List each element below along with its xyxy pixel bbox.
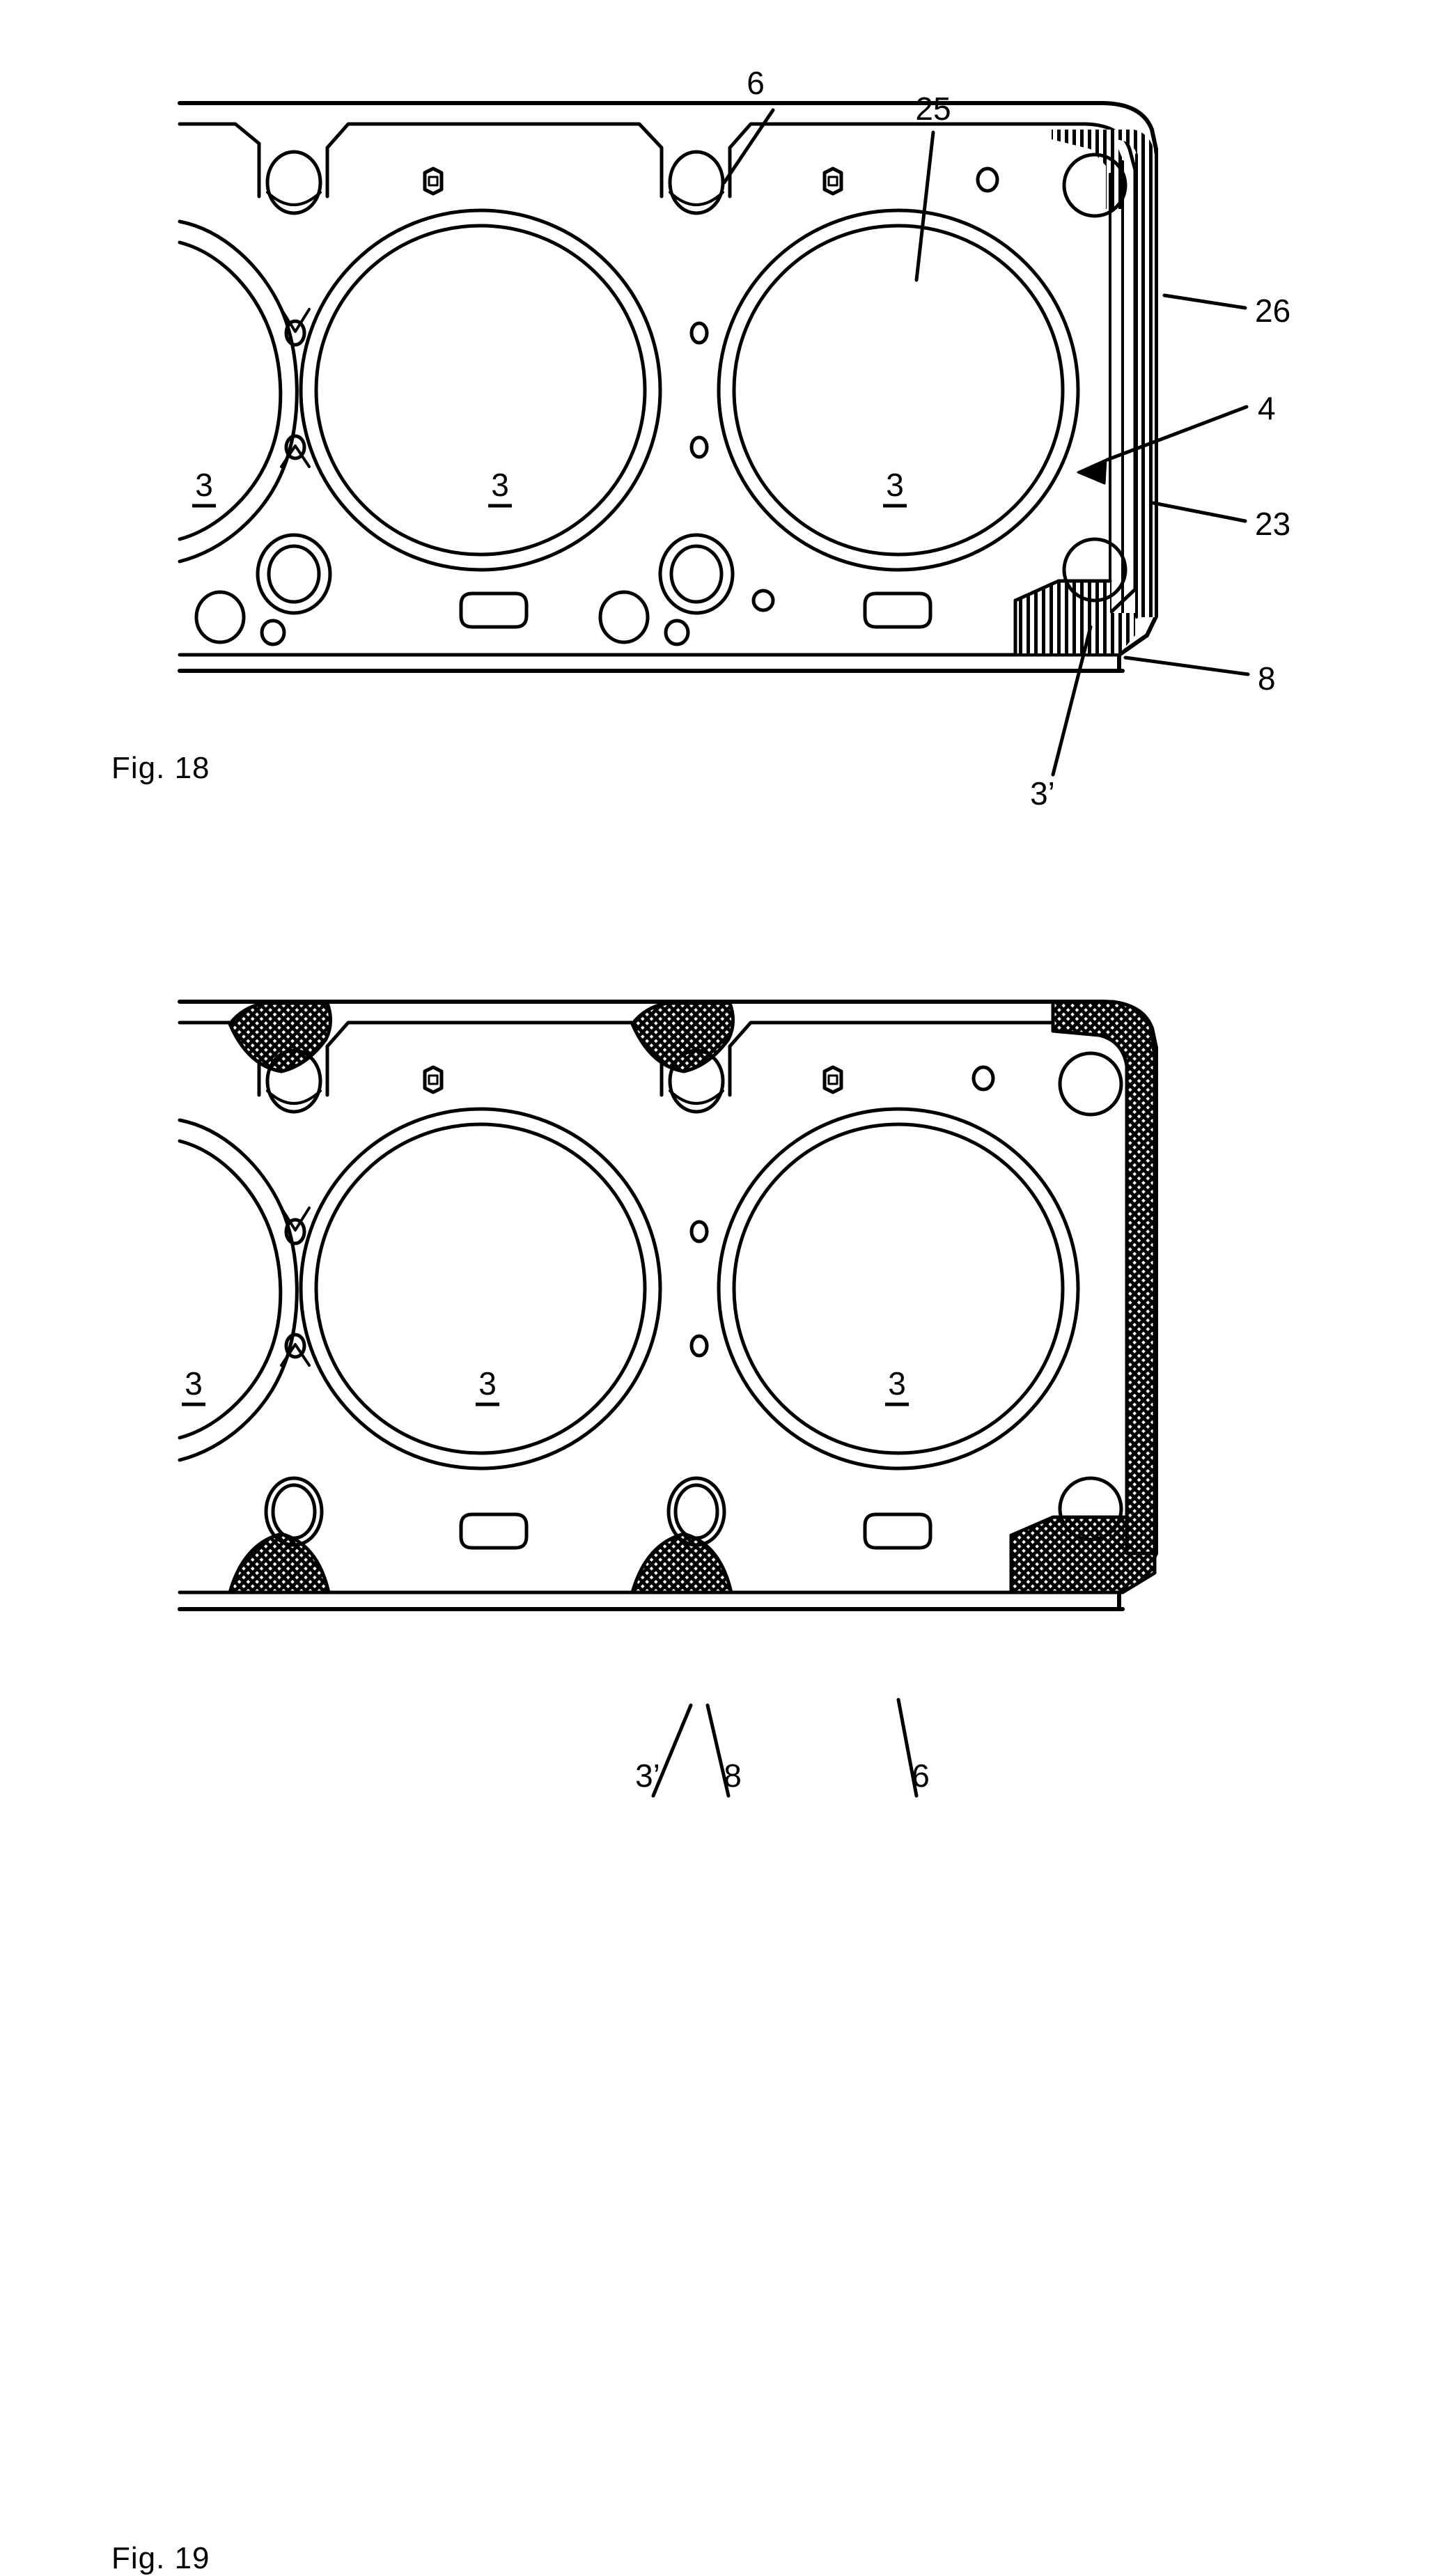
combustion-chamber-openings [178, 208, 1080, 572]
web-port [284, 434, 306, 460]
bolt-hole [1058, 1476, 1123, 1542]
bolt-hole [265, 150, 322, 215]
bolt-holes-bottom [264, 1476, 1123, 1547]
svg-text:3: 3 [185, 1365, 203, 1402]
web-port [689, 321, 709, 345]
hex-port [423, 1065, 444, 1094]
hex-port [976, 166, 999, 193]
svg-text:3: 3 [195, 467, 213, 503]
bolt-holes-top [265, 1048, 1123, 1117]
figure-18-caption: Fig. 18 [111, 751, 210, 785]
callout-label-25: 25 [915, 91, 951, 127]
drain-port [598, 590, 650, 644]
bolt-hole [1058, 1051, 1123, 1117]
web-port [689, 1334, 709, 1358]
bolt-hole [1062, 537, 1127, 603]
bore-label-3-middle: 3 [488, 467, 512, 508]
gasket-outline [178, 101, 1158, 673]
bolt-hole [666, 1476, 726, 1547]
figure-19: 3’ 8 6 26 23 4 25 8 3 3 3 [0, 857, 1436, 2575]
callout-label-4: 4 [1258, 390, 1276, 426]
callout-label-8-top: 8 [724, 1758, 742, 1794]
bore-label-3-right: 3 [885, 1365, 909, 1406]
callout-leaders [651, 1698, 919, 1798]
bolt-hole [256, 533, 332, 615]
svg-text:3: 3 [478, 1365, 497, 1402]
callout-label-26: 26 [1255, 293, 1290, 329]
callout-label-6: 6 [747, 65, 765, 101]
callout-label-3-prime: 3’ [1030, 775, 1055, 812]
hex-port [423, 166, 444, 196]
bore-label-3-right: 3 [883, 467, 907, 508]
bolt-hole [668, 1048, 725, 1114]
svg-text:3: 3 [491, 467, 509, 503]
bolt-holes-bottom [256, 533, 1127, 615]
drain-port [260, 619, 286, 646]
edge-crosshatch-band-right [1051, 1000, 1157, 1555]
gasket-plate-contour [178, 122, 1137, 644]
hex-port [971, 1065, 995, 1092]
svg-text:3: 3 [888, 1365, 906, 1402]
bolt-hole [264, 1476, 324, 1547]
bead-seal-lobes-top [228, 1001, 735, 1073]
bore-web-notches [280, 1206, 311, 1367]
callout-label-23: 23 [1255, 506, 1290, 542]
small-ports [284, 1065, 995, 1550]
web-port [689, 1220, 709, 1243]
figure-19-caption: Fig. 19 [111, 2541, 210, 2575]
oblong-slot [863, 591, 932, 629]
edge-hatch-band-right [1052, 130, 1155, 621]
edge-crosshatch-block-bottom-right [1009, 1515, 1157, 1595]
web-port [689, 435, 709, 459]
bolt-hole [265, 1048, 322, 1114]
bore-web-notches [280, 308, 311, 468]
drain-port [664, 619, 690, 646]
drain-port [751, 589, 775, 612]
combustion-chamber-openings [178, 1107, 1080, 1471]
figure-18-drawing: 6 25 26 4 23 8 3’ 3 3 3 [178, 65, 1290, 812]
callout-label-3-prime: 3’ [635, 1758, 660, 1794]
bolt-hole [658, 533, 735, 615]
callout-leaders [722, 108, 1250, 777]
bore-label-3-middle: 3 [476, 1365, 499, 1406]
oblong-slot [863, 1512, 932, 1550]
callout-label-8: 8 [1258, 660, 1276, 697]
gasket-plate-contour [178, 1021, 1133, 1583]
web-port [284, 1333, 306, 1359]
svg-text:3: 3 [886, 467, 904, 503]
figure-18: 6 25 26 4 23 8 3’ 3 3 3 [0, 0, 1436, 857]
web-port [284, 1218, 306, 1246]
bolt-hole [668, 150, 725, 215]
oblong-slot [459, 1512, 529, 1550]
figure-19-drawing: 3’ 8 6 26 23 4 25 8 3 3 3 [178, 1000, 1158, 1798]
arrowhead-4 [1077, 458, 1107, 485]
drain-port [194, 590, 246, 644]
bolt-hole [1062, 153, 1127, 218]
hex-port [822, 166, 843, 196]
small-ports [194, 166, 999, 646]
web-port [284, 319, 306, 347]
oblong-slot [459, 591, 529, 629]
bore-label-3-left: 3 [192, 467, 216, 508]
callout-label-6: 6 [912, 1758, 930, 1794]
bore-label-3-left: 3 [182, 1365, 205, 1406]
hex-port [822, 1065, 843, 1094]
